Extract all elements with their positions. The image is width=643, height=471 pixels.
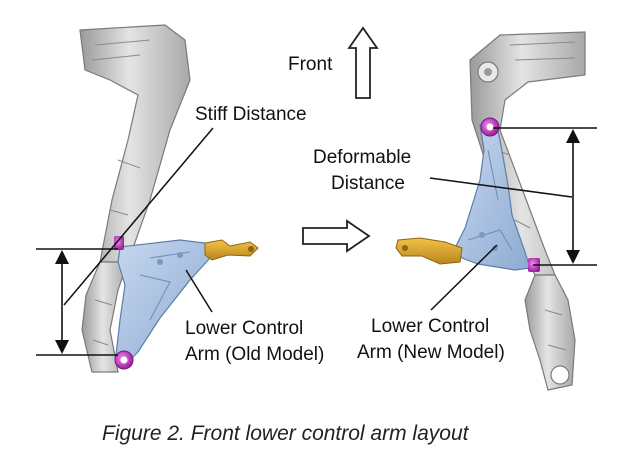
front-label: Front (288, 54, 333, 75)
old-front-bushing (114, 236, 124, 250)
new-arm-label-line1: Lower Control (371, 316, 489, 337)
new-subframe-hole (550, 365, 570, 385)
deformable-distance-label-line2: Distance (331, 173, 405, 194)
new-arm-label-line2: Arm (New Model) (357, 342, 505, 363)
stiff-distance-leader (63, 127, 214, 306)
new-arm-detail (467, 149, 513, 251)
new-subframe-mount-center (484, 68, 492, 76)
deformable-distance-dimension (493, 127, 597, 266)
old-rear-bushing-center (120, 356, 128, 364)
new-arm-leader (430, 244, 498, 311)
new-ball-joint (402, 245, 408, 251)
old-arm-label-line2: Arm (Old Model) (185, 344, 324, 365)
new-subframe-lower (524, 274, 576, 391)
old-subframe-ribs (91, 39, 151, 346)
front-direction-arrow (347, 26, 379, 99)
new-model-assembly (395, 31, 586, 391)
old-arm-leader (185, 269, 213, 313)
old-subframe-upper (79, 24, 191, 263)
old-knuckle-bracket (204, 239, 259, 261)
transition-arrow (302, 219, 371, 253)
old-arm-label-line1: Lower Control (185, 318, 303, 339)
deformable-distance-label-line1: Deformable (313, 147, 411, 168)
old-ball-joint (248, 246, 254, 252)
old-arm-detail (139, 251, 191, 321)
new-knuckle-bracket (395, 237, 463, 265)
old-arm-hole (177, 252, 183, 258)
deformable-distance-leader (429, 177, 573, 198)
new-arm-hole (479, 232, 485, 238)
figure-caption: Figure 2. Front lower control arm layout (102, 422, 470, 445)
stiff-distance-label: Stiff Distance (195, 104, 307, 125)
stiff-distance-dimension (36, 248, 118, 356)
new-front-bushing-center (486, 123, 494, 131)
old-model-assembly (79, 24, 259, 373)
old-arm-hole (157, 259, 163, 265)
new-control-arm (454, 121, 531, 271)
